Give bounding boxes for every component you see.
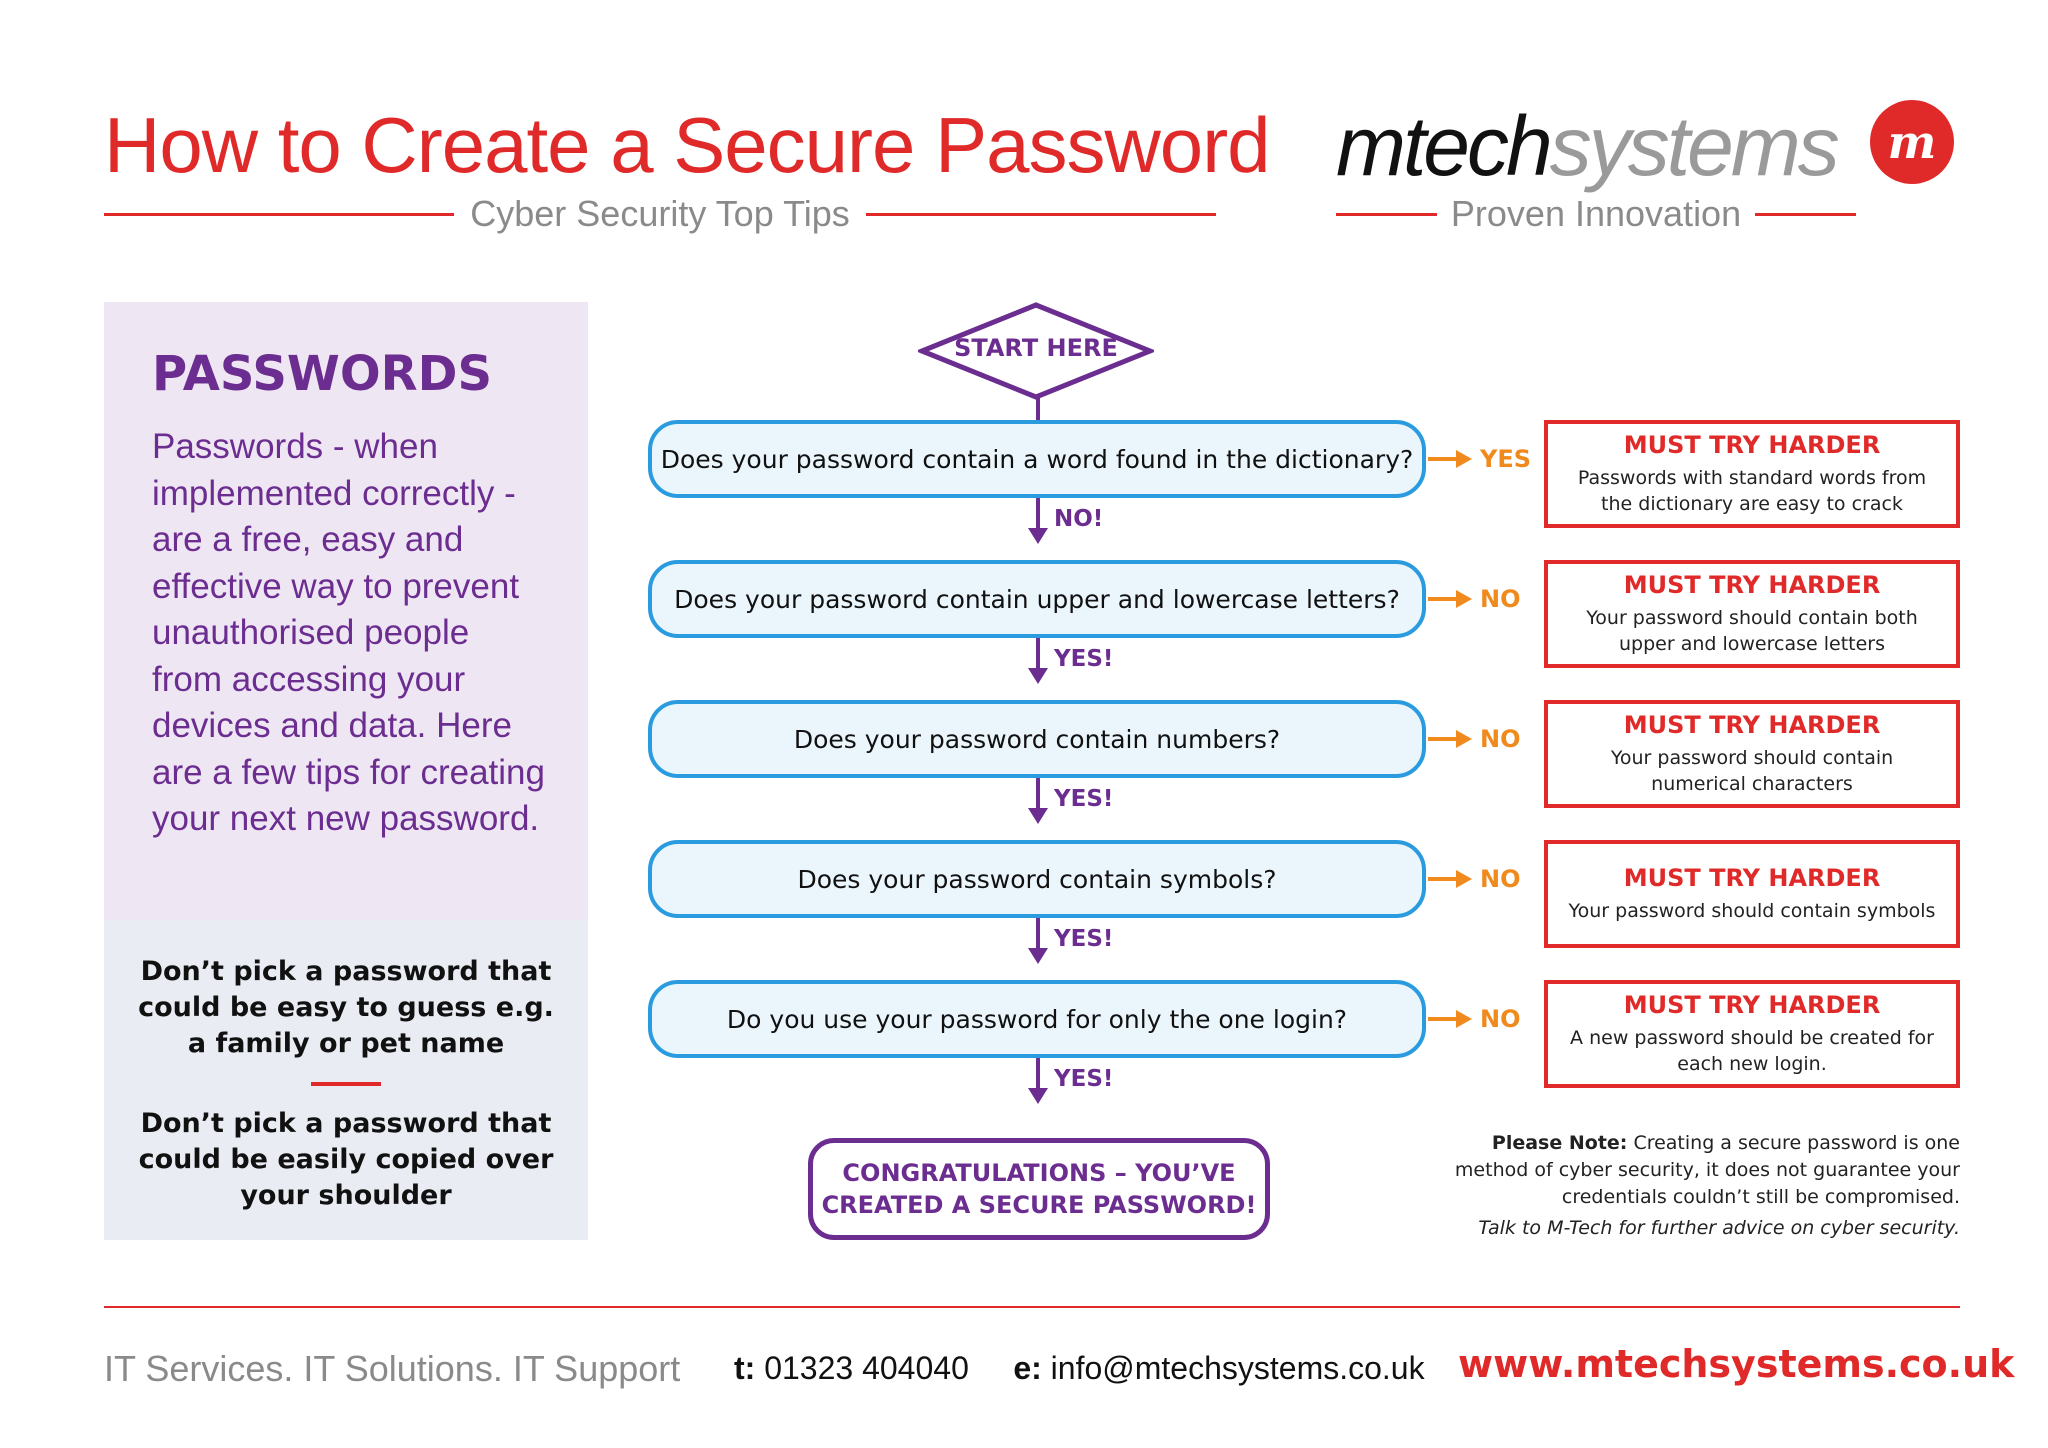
tip-2: Don’t pick a password that could be easi… — [138, 1108, 554, 1211]
side-arrow-icon — [1456, 1010, 1472, 1028]
result-body: Your password should contain both upper … — [1586, 607, 1918, 655]
side-label: NO — [1480, 1005, 1521, 1033]
passwords-intro-panel: PASSWORDS Passwords - when implemented c… — [104, 302, 588, 920]
down-arrow-icon — [1028, 668, 1048, 684]
down-label: YES! — [1054, 1066, 1114, 1092]
start-connector — [1036, 398, 1040, 424]
panel-intro: Passwords - when implemented correctly -… — [152, 427, 545, 838]
email-link[interactable]: info@mtechsystems.co.uk — [1050, 1350, 1425, 1386]
result-box-numbers: MUST TRY HARDER Your password should con… — [1544, 700, 1960, 808]
result-body: Passwords with standard words from the d… — [1577, 467, 1927, 515]
start-diamond — [918, 302, 1154, 400]
please-note: Please Note: Creating a secure password … — [1450, 1130, 1960, 1242]
question-text: Does your password contain numbers? — [793, 724, 1281, 754]
result-heading: MUST TRY HARDER — [1623, 864, 1881, 892]
tips-divider — [311, 1082, 381, 1086]
congratulations-box: CONGRATULATIONS – YOU’VE CREATED A SECUR… — [808, 1138, 1270, 1240]
tips-panel: Don’t pick a password that could be easy… — [104, 920, 588, 1240]
result-box-single-login: MUST TRY HARDER A new password should be… — [1544, 980, 1960, 1088]
down-connector — [1036, 638, 1040, 670]
phone-label: t: — [734, 1350, 756, 1386]
side-arrow-icon — [1456, 590, 1472, 608]
question-box-case: Does your password contain upper and low… — [648, 560, 1426, 638]
note-text: Creating a secure password is one method… — [1454, 1132, 1960, 1208]
tagline-rule-left — [1336, 212, 1437, 216]
footer-rule — [104, 1306, 1960, 1308]
down-arrow-icon — [1028, 808, 1048, 824]
congrats-line-2: CREATED A SECURE PASSWORD! — [821, 1191, 1257, 1219]
website-link[interactable]: www.mtechsystems.co.uk — [1458, 1342, 2015, 1386]
footer-services: IT Services. IT Solutions. IT Support — [104, 1348, 681, 1389]
down-arrow-icon — [1028, 528, 1048, 544]
tagline: Proven Innovation — [1450, 193, 1742, 234]
note-label: Please Note: — [1491, 1132, 1628, 1154]
phone-number[interactable]: 01323 404040 — [764, 1350, 969, 1386]
result-box-case: MUST TRY HARDER Your password should con… — [1544, 560, 1960, 668]
result-box-symbols: MUST TRY HARDER Your password should con… — [1544, 840, 1960, 948]
tagline-rule-right — [1755, 212, 1857, 216]
down-arrow-icon — [1028, 948, 1048, 964]
question-text: Does your password contain upper and low… — [674, 584, 1400, 614]
result-body: Your password should contain symbols — [1568, 900, 1936, 922]
page-title: How to Create a Secure Password — [104, 101, 1271, 189]
down-label: NO! — [1054, 506, 1104, 532]
result-body: A new password should be created for eac… — [1570, 1027, 1934, 1075]
subtitle-rule-right — [865, 212, 1216, 216]
down-connector — [1036, 778, 1040, 810]
panel-heading: PASSWORDS — [152, 346, 493, 402]
result-body: Your password should contain numerical c… — [1610, 747, 1894, 795]
subtitle-rule-left — [104, 212, 455, 216]
question-text: Does your password contain a word found … — [660, 444, 1414, 474]
side-arrow-icon — [1456, 450, 1472, 468]
side-arrow-icon — [1456, 870, 1472, 888]
side-connector — [1428, 1017, 1458, 1021]
tagline-row: Proven Innovation — [1336, 192, 1857, 236]
down-label: YES! — [1054, 646, 1114, 672]
side-connector — [1428, 457, 1458, 461]
brand-mtech: mtech — [1336, 98, 1553, 193]
result-heading: MUST TRY HARDER — [1623, 571, 1881, 599]
congrats-line-1: CONGRATULATIONS – YOU’VE — [842, 1159, 1236, 1187]
question-box-numbers: Does your password contain numbers? — [648, 700, 1426, 778]
start-label: START HERE — [954, 334, 1118, 362]
brand-logo-icon: m — [1870, 100, 1954, 184]
down-arrow-icon — [1028, 1088, 1048, 1104]
side-connector — [1428, 597, 1458, 601]
question-text: Do you use your password for only the on… — [726, 1004, 1348, 1034]
side-label: NO — [1480, 725, 1521, 753]
down-connector — [1036, 498, 1040, 530]
result-heading: MUST TRY HARDER — [1623, 711, 1881, 739]
side-connector — [1428, 737, 1458, 741]
down-connector — [1036, 1058, 1040, 1090]
side-label: YES — [1480, 445, 1532, 473]
result-heading: MUST TRY HARDER — [1623, 431, 1881, 459]
footer-contact: t: 01323 404040 e: info@mtechsystems.co.… — [734, 1350, 1425, 1387]
side-arrow-icon — [1456, 730, 1472, 748]
result-box-dictionary: MUST TRY HARDER Passwords with standard … — [1544, 420, 1960, 528]
question-box-single-login: Do you use your password for only the on… — [648, 980, 1426, 1058]
side-connector — [1428, 877, 1458, 881]
question-box-symbols: Does your password contain symbols? — [648, 840, 1426, 918]
side-label: NO — [1480, 865, 1521, 893]
question-text: Does your password contain symbols? — [797, 864, 1277, 894]
subtitle: Cyber Security Top Tips — [470, 193, 850, 234]
down-label: YES! — [1054, 926, 1114, 952]
brand-systems: systems — [1549, 98, 1840, 193]
question-box-dictionary: Does your password contain a word found … — [648, 420, 1426, 498]
down-label: YES! — [1054, 786, 1114, 812]
tip-1: Don’t pick a password that could be easy… — [138, 956, 554, 1059]
note-advice: Talk to M-Tech for further advice on cyb… — [1478, 1217, 1960, 1239]
down-connector — [1036, 918, 1040, 950]
email-label: e: — [1013, 1350, 1042, 1386]
result-heading: MUST TRY HARDER — [1623, 991, 1881, 1019]
side-label: NO — [1480, 585, 1521, 613]
subtitle-row: Cyber Security Top Tips — [104, 192, 1216, 236]
